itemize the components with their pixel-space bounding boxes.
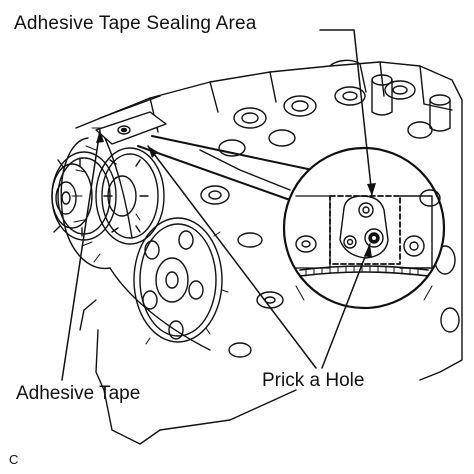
leader-arrowheads xyxy=(96,130,376,258)
timing-chain xyxy=(60,127,211,351)
lower-sprocket xyxy=(133,213,229,345)
sealing-area-outline xyxy=(329,195,401,265)
magnifier-wedge xyxy=(137,135,323,201)
detail-circle xyxy=(282,146,446,310)
adhesive-tape-callout: Adhesive Tape xyxy=(16,383,141,404)
cylinder-head-outline xyxy=(75,59,463,445)
camshaft-bearing-caps xyxy=(199,74,460,358)
figure-code: C xyxy=(9,452,19,467)
adhesive-tape-patch xyxy=(95,111,167,145)
prick-hole-callout: Prick a Hole xyxy=(262,370,365,391)
sealing-area-callout: Adhesive Tape Sealing Area xyxy=(14,13,257,34)
exhaust-cam-sprocket xyxy=(95,147,165,245)
leader-lines xyxy=(61,29,373,381)
